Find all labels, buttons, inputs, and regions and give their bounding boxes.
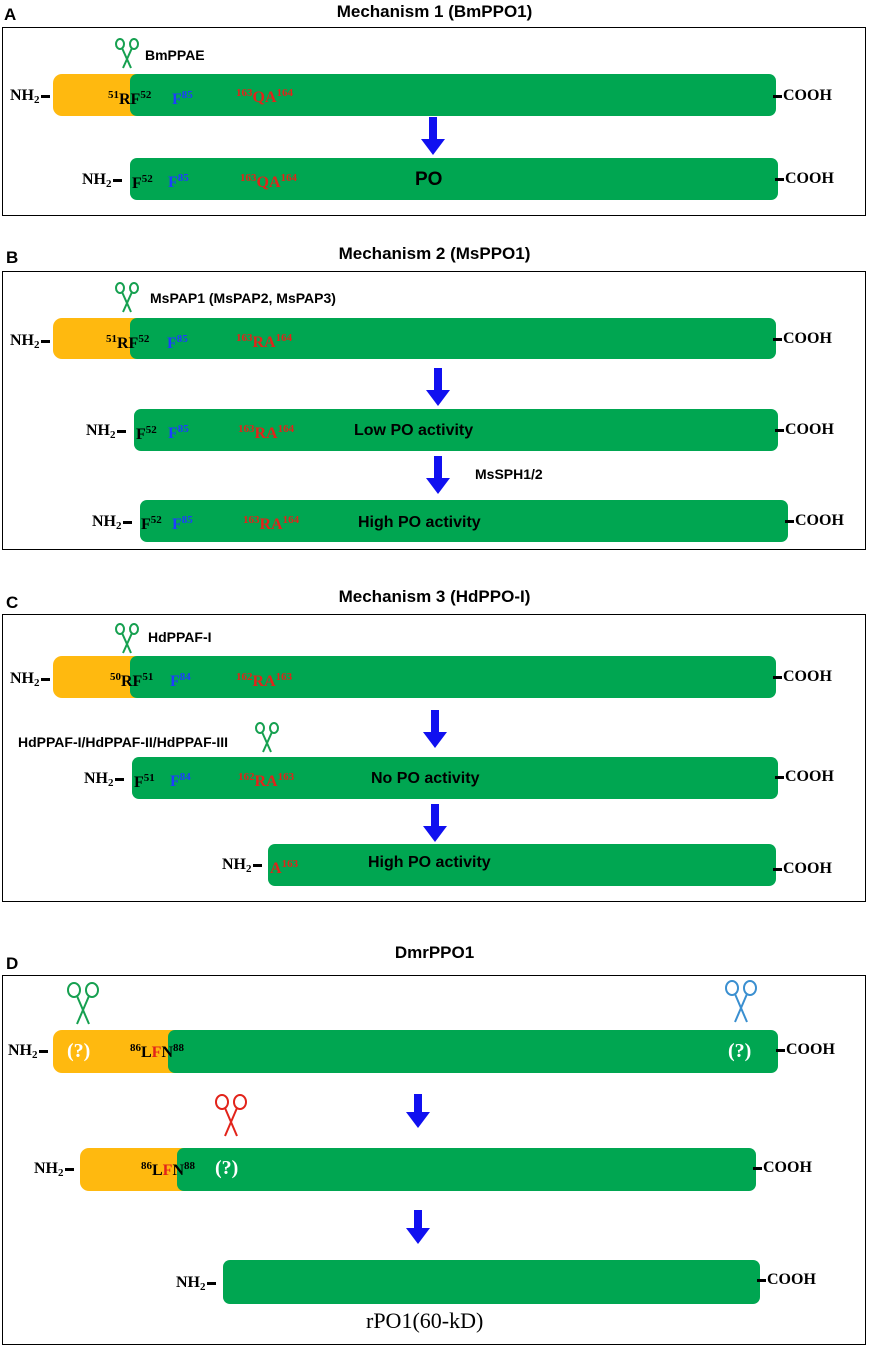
- product-label: rPO1(60-kD): [366, 1308, 484, 1333]
- residue-f: F85: [167, 333, 188, 352]
- residue-f: F85: [168, 423, 189, 442]
- po-domain: [130, 656, 776, 698]
- enzyme-label: HdPPAF-I/HdPPAF-II/HdPPAF-III: [18, 734, 228, 750]
- cooh-terminus: COOH: [772, 859, 832, 879]
- cooh-terminus: COOH: [774, 420, 834, 440]
- arrow-down-icon: [426, 456, 450, 494]
- enzyme-label: BmPPAE: [145, 47, 205, 63]
- panel-title-a: Mechanism 1 (BmPPO1): [336, 2, 533, 21]
- cooh-terminus: COOH: [772, 86, 832, 106]
- unknown-site: (?): [67, 1040, 91, 1062]
- propeptide: [53, 74, 143, 116]
- residue-f: F85: [168, 172, 189, 191]
- nh2-terminus: NH2: [34, 1159, 75, 1183]
- arrow-down-icon: [421, 117, 445, 155]
- propeptide: [53, 656, 143, 698]
- activity-label: High PO activity: [368, 854, 491, 871]
- po-domain: [132, 757, 778, 799]
- activity-label: PO: [415, 169, 443, 190]
- arrow-down-icon: [406, 1210, 430, 1244]
- cleavage-site: F51: [134, 772, 155, 791]
- nh2-terminus: NH2: [222, 855, 263, 879]
- scissors-icon: [725, 980, 757, 1023]
- residue-f: F84: [170, 671, 191, 690]
- scissors-icon: [67, 982, 99, 1025]
- po-domain: [130, 74, 776, 116]
- cooh-terminus: COOH: [772, 329, 832, 349]
- residue-pair: 163QA164: [240, 172, 297, 191]
- po-domain: [177, 1148, 756, 1191]
- po-domain: [268, 844, 776, 886]
- cleavage-site: F52: [141, 514, 162, 533]
- cleavage-site: F52: [132, 173, 153, 192]
- unknown-site: (?): [728, 1040, 752, 1062]
- arrow-down-icon: [426, 368, 450, 406]
- scissors-icon: [115, 282, 139, 313]
- nh2-terminus: NH2: [92, 512, 133, 536]
- po-domain: [168, 1030, 778, 1073]
- unknown-site: (?): [215, 1157, 239, 1179]
- residue-pair: 162RA163: [238, 771, 295, 790]
- panel-letter-c: C: [6, 593, 19, 612]
- panel-title-b: Mechanism 2 (MsPPO1): [338, 244, 531, 263]
- cooh-terminus: COOH: [752, 1158, 812, 1178]
- cooh-terminus: COOH: [756, 1270, 816, 1290]
- activity-label: High PO activity: [358, 514, 481, 531]
- nh2-terminus: NH2: [8, 1041, 49, 1065]
- scissors-icon: [255, 722, 279, 753]
- cleavage-site: 50RF51: [110, 671, 154, 690]
- cleavage-site: 51RF52: [108, 89, 152, 108]
- residue-f: F84: [170, 771, 191, 790]
- nh2-terminus: NH2: [82, 170, 123, 194]
- panel-letter-d: D: [6, 954, 19, 973]
- nh2-terminus: NH2: [176, 1273, 217, 1297]
- cooh-terminus: COOH: [784, 511, 844, 531]
- nh2-terminus: NH2: [10, 669, 51, 693]
- cleavage-site: F52: [136, 424, 157, 443]
- po-domain: [130, 318, 776, 359]
- scissors-icon: [115, 38, 139, 69]
- nh2-terminus: NH2: [10, 331, 51, 355]
- residue-pair: 163RA164: [236, 332, 293, 351]
- scissors-icon: [115, 623, 139, 654]
- po-domain: [134, 409, 778, 451]
- po-domain: [140, 500, 788, 542]
- cooh-terminus: COOH: [775, 1040, 835, 1060]
- cooh-terminus: COOH: [772, 667, 832, 687]
- residue-pair: 163RA164: [238, 423, 295, 442]
- residue-pair: 163RA164: [243, 514, 300, 533]
- residue-a: A163: [270, 858, 299, 877]
- panel-letter-b: B: [6, 248, 19, 267]
- arrow-down-icon: [406, 1094, 430, 1128]
- enzyme-label: MsSPH1/2: [475, 466, 543, 482]
- po-domain: [223, 1260, 760, 1304]
- cleavage-site: 86LFN88: [130, 1042, 185, 1061]
- panel-title-d: DmrPPO1: [394, 943, 475, 962]
- cooh-terminus: COOH: [774, 767, 834, 787]
- scissors-icon: [215, 1094, 247, 1137]
- propeptide: [53, 1030, 183, 1073]
- propeptide: [53, 318, 143, 359]
- enzyme-label: MsPAP1 (MsPAP2, MsPAP3): [150, 290, 336, 306]
- arrow-down-icon: [423, 710, 447, 748]
- enzyme-label: HdPPAF-I: [148, 629, 212, 645]
- propeptide: [80, 1148, 192, 1191]
- activity-label: No PO activity: [371, 770, 480, 787]
- panel-letter-a: A: [4, 5, 17, 24]
- nh2-terminus: NH2: [86, 421, 127, 445]
- activity-label: Low PO activity: [354, 422, 474, 439]
- cleavage-site: 51RF52: [106, 333, 150, 352]
- residue-f: F85: [172, 89, 193, 108]
- cleavage-site: 86LFN88: [141, 1160, 196, 1179]
- po-domain: [130, 158, 778, 200]
- panel-title-c: Mechanism 3 (HdPPO-I): [338, 587, 531, 606]
- residue-pair: 163QA164: [236, 87, 293, 106]
- residue-pair: 162RA163: [236, 671, 293, 690]
- nh2-terminus: NH2: [84, 769, 125, 793]
- arrow-down-icon: [423, 804, 447, 842]
- cooh-terminus: COOH: [774, 169, 834, 189]
- residue-f: F85: [172, 514, 193, 533]
- nh2-terminus: NH2: [10, 86, 51, 110]
